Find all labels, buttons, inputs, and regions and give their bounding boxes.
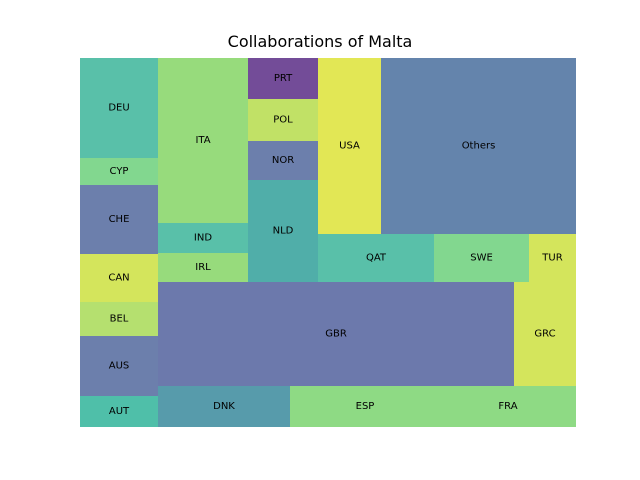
tile-ind [158, 223, 248, 253]
tile-gbr [158, 282, 514, 386]
tile-label-swe: SWE [470, 253, 493, 264]
tile-aus [80, 336, 158, 396]
tile-cyp [80, 158, 158, 185]
tile-label-grc: GRC [534, 329, 555, 340]
tile-label-bel: BEL [110, 314, 129, 325]
tile-swe [434, 234, 529, 282]
tile-tur [529, 234, 576, 282]
chart-title: Collaborations of Malta [227, 32, 413, 51]
tile-usa [318, 58, 381, 234]
tile-label-aut: AUT [109, 406, 130, 417]
tile-deu [80, 58, 158, 158]
tile-label-prt: PRT [274, 73, 293, 84]
tile-label-tur: TUR [541, 253, 562, 264]
tile-label-aus: AUS [109, 361, 130, 372]
tile-nor [248, 141, 318, 180]
tile-label-ita: ITA [195, 135, 210, 146]
tile-label-usa: USA [339, 141, 360, 152]
tile-label-gbr: GBR [325, 329, 347, 340]
tile-label-others: Others [462, 141, 496, 152]
tile-label-esp: ESP [356, 401, 375, 412]
tile-label-che: CHE [109, 214, 130, 225]
tile-label-nor: NOR [272, 155, 294, 166]
tile-qat [318, 234, 434, 282]
tile-label-dnk: DNK [213, 401, 235, 412]
tile-label-can: CAN [108, 273, 129, 284]
tile-irl [158, 253, 248, 282]
tile-bel [80, 302, 158, 336]
tile-label-ind: IND [194, 233, 212, 244]
tile-pol [248, 99, 318, 141]
tile-nld [248, 180, 318, 282]
tile-ita [158, 58, 248, 223]
tile-label-qat: QAT [366, 253, 387, 264]
tile-dnk [158, 386, 290, 427]
tile-can [80, 254, 158, 302]
tile-che [80, 185, 158, 254]
tile-label-nld: NLD [273, 226, 294, 237]
tile-grc [514, 282, 576, 386]
tile-label-irl: IRL [195, 262, 211, 273]
tile-esp [290, 386, 440, 427]
tile-aut [80, 396, 158, 427]
tile-label-pol: POL [273, 115, 293, 126]
tile-others [381, 58, 576, 234]
tile-label-fra: FRA [498, 401, 517, 412]
tile-label-deu: DEU [108, 103, 129, 114]
tile-prt [248, 58, 318, 99]
tile-fra [440, 386, 576, 427]
tile-label-cyp: CYP [110, 166, 129, 177]
